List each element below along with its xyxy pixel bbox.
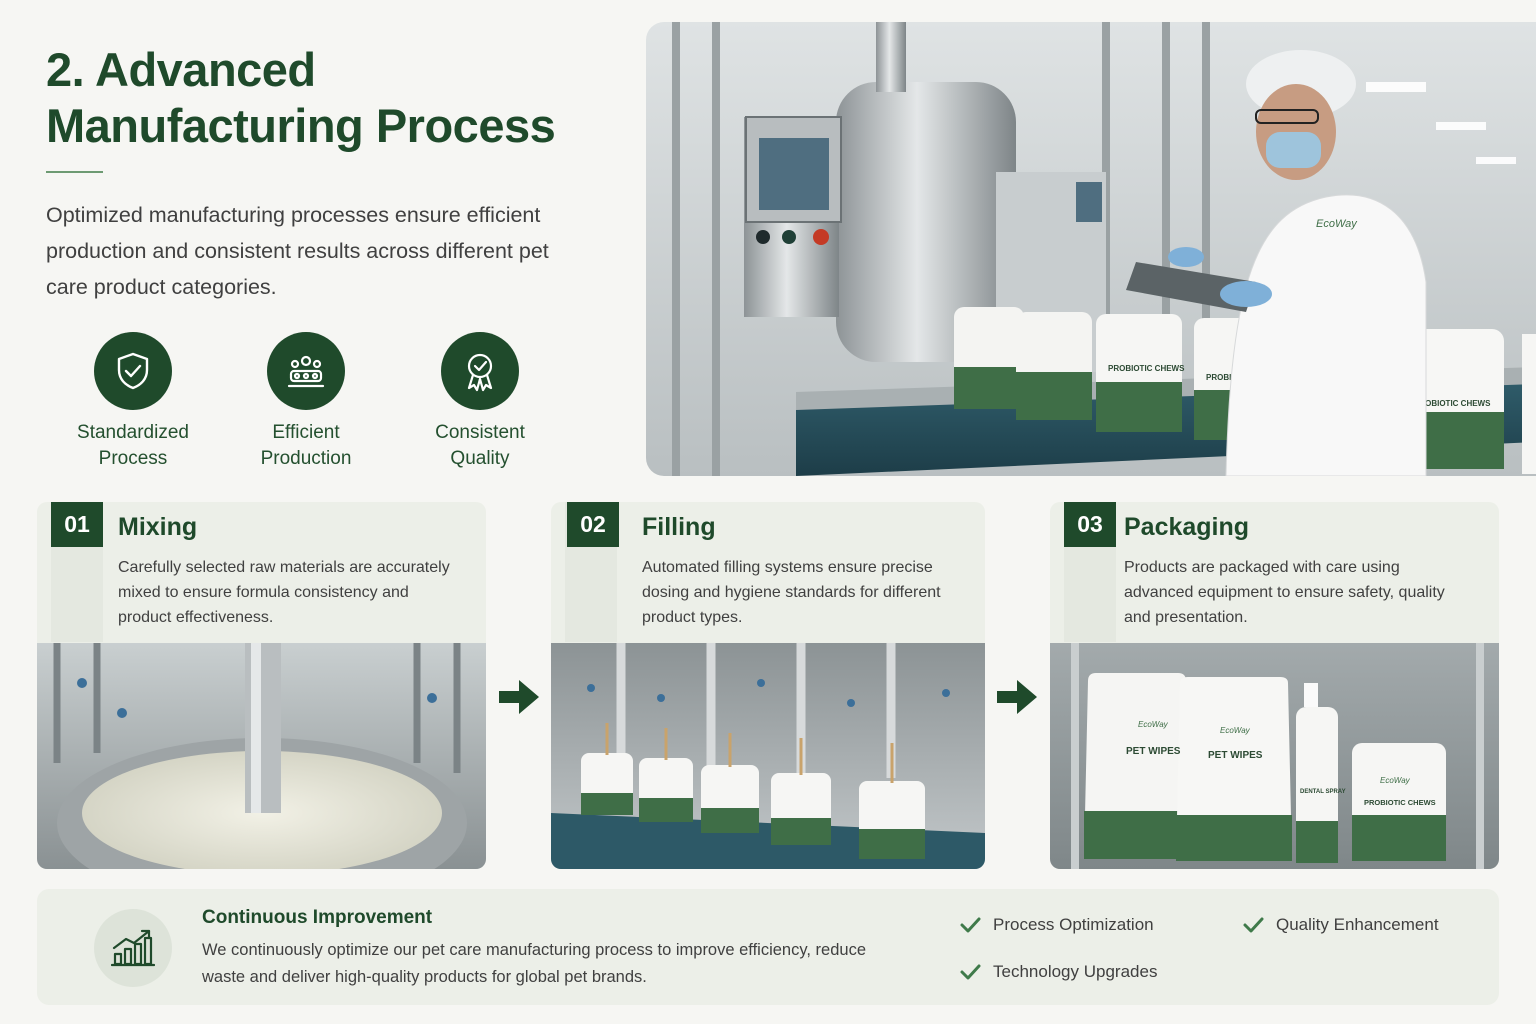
feature-standardized-process: Standardized Process xyxy=(53,332,213,472)
check-item: Process Optimization xyxy=(958,913,1154,937)
continuous-improvement-panel: Continuous Improvement We continuously o… xyxy=(37,889,1499,1005)
checkmark-icon xyxy=(960,964,981,980)
check-label: Quality Enhancement xyxy=(1276,915,1439,934)
arrow-right-icon xyxy=(997,680,1037,714)
brand-label: EcoWay xyxy=(1220,726,1251,735)
pouch-label: PET WIPES xyxy=(1208,750,1263,761)
feature-label-line2: Production xyxy=(260,448,352,469)
check-item: Technology Upgrades xyxy=(958,960,1157,984)
brand-label: EcoWay xyxy=(1138,720,1169,729)
step-title: Mixing xyxy=(118,513,198,541)
feature-efficient-production: Efficient Production xyxy=(226,332,386,472)
pouch-label: PET WIPES xyxy=(1126,746,1181,757)
packaging-photo: PET WIPES PET WIPES DENTAL SPRAY PROBIOT… xyxy=(1050,643,1499,869)
brand-label: EcoWay xyxy=(1380,776,1411,785)
step-title: Filling xyxy=(642,513,716,541)
quality-badge-icon xyxy=(441,332,519,410)
title-divider xyxy=(46,171,103,173)
feature-label-line1: Consistent xyxy=(435,422,525,443)
improvement-description: We continuously optimize our pet care ma… xyxy=(202,941,866,986)
feature-label-line1: Standardized xyxy=(77,422,189,443)
jar-label: PROBIOTIC CHEWS xyxy=(1108,364,1185,373)
page-title: 2. Advanced Manufacturing Process xyxy=(46,43,556,152)
feature-label-line2: Process xyxy=(98,448,168,469)
step-card-mixing: 01 Mixing Carefully selected raw materia… xyxy=(37,502,486,869)
check-label: Process Optimization xyxy=(993,915,1154,934)
step-description: Carefully selected raw materials are acc… xyxy=(118,559,450,626)
check-label: Technology Upgrades xyxy=(993,962,1158,981)
checkmark-icon xyxy=(1243,917,1264,933)
checkmark-icon xyxy=(960,917,981,933)
growth-chart-icon xyxy=(94,909,172,987)
step-number: 02 xyxy=(567,502,619,547)
filling-photo xyxy=(551,643,985,869)
improvement-title: Continuous Improvement xyxy=(202,907,433,928)
feature-consistent-quality: Consistent Quality xyxy=(400,332,560,472)
step-card-packaging: 03 Packaging Products are packaged with … xyxy=(1050,502,1499,869)
feature-label-line1: Efficient xyxy=(272,422,340,443)
coat-logo: EcoWay xyxy=(1316,218,1358,230)
production-line-icon xyxy=(267,332,345,410)
hero-factory-photo: PROBIOTIC CHEWS PROBIOTIC CHEWS PROBIOTI… xyxy=(646,22,1536,476)
check-item: Quality Enhancement xyxy=(1241,913,1439,937)
step-title: Packaging xyxy=(1124,513,1250,541)
jar-label: PROBIOTIC CHEWS xyxy=(1364,798,1436,807)
step-number: 03 xyxy=(1064,502,1116,547)
feature-label-line2: Quality xyxy=(450,448,510,469)
shield-check-icon xyxy=(94,332,172,410)
jar-label: PROBIOTIC CHEWS xyxy=(1414,399,1491,408)
step-description: Products are packaged with care using ad… xyxy=(1124,559,1445,626)
intro-text: Optimized manufacturing processes ensure… xyxy=(46,203,549,299)
step-card-filling: 02 Filling Automated filling systems ens… xyxy=(551,502,985,869)
arrow-right-icon xyxy=(499,680,539,714)
step-description: Automated filling systems ensure precise… xyxy=(642,559,941,626)
spray-label: DENTAL SPRAY xyxy=(1300,789,1346,795)
step-number: 01 xyxy=(51,502,103,547)
mixing-photo xyxy=(37,643,486,869)
